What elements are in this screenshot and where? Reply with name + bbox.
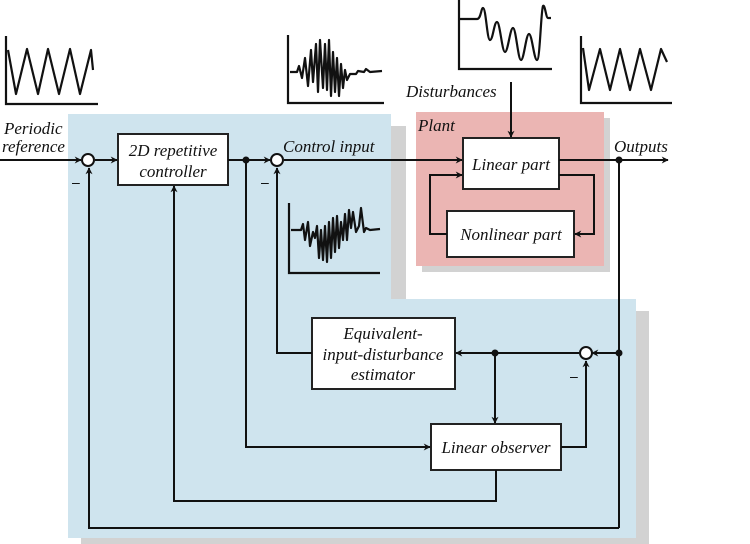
linear-part-box (462, 137, 560, 190)
nonlinear-part-block[interactable]: Nonlinear part (446, 210, 575, 258)
repetitive-controller-label-1: 2D repetitive (129, 141, 218, 160)
minus-sign: – (72, 174, 80, 190)
disturbance-waveform (457, 0, 552, 71)
linear-to-nonlinear-wire (559, 174, 595, 238)
minus-sign: – (570, 368, 578, 384)
waveform-axes (286, 35, 384, 105)
nonlinear-to-linear-wire (429, 171, 463, 235)
nonlinear-part-box (446, 210, 575, 258)
periodic-reference-label-1: Periodic (3, 119, 63, 138)
estimated-disturbance-waveform (287, 203, 381, 275)
linear-observer-box (430, 423, 562, 471)
observer-to-sum3-wire (561, 360, 590, 448)
waveform-trace (581, 47, 668, 92)
summing-junction-1: – (72, 153, 95, 190)
waveform-axes (4, 36, 98, 106)
eid-estimator-label-2: input-disturbance (323, 345, 444, 364)
linear-part-block[interactable]: Linear part (462, 137, 560, 190)
periodic-reference-label-2: reference (2, 137, 65, 156)
branch-points (242, 156, 623, 357)
plant-label: Plant (417, 116, 456, 135)
control-input-waveform (286, 35, 384, 105)
observer-to-controller-wire (170, 185, 497, 502)
outputs-label: Outputs (614, 137, 668, 156)
nonlinear-part-label: Nonlinear part (459, 225, 563, 244)
repetitive-controller-label-2: controller (139, 162, 207, 181)
output-to-sum1-wire (85, 167, 619, 529)
summing-junction-2: – (261, 153, 284, 190)
linear-observer-label: Linear observer (440, 438, 550, 457)
sum-circle (270, 153, 284, 167)
eid-estimator-label-3: estimator (351, 365, 416, 384)
branch-dot (491, 349, 499, 357)
eid-to-sum2-wire (273, 167, 312, 354)
control-input-label: Control input (283, 137, 376, 156)
disturbances-label: Disturbances (405, 82, 497, 101)
control-to-observer-wire (245, 160, 431, 451)
linear-part-label: Linear part (471, 155, 551, 174)
repetitive-controller-block[interactable]: 2D repetitive controller (117, 133, 229, 186)
waveform-trace (460, 4, 551, 62)
branch-dot (242, 156, 250, 164)
eid-estimator-box (311, 317, 456, 390)
waveform-trace (290, 38, 383, 98)
periodic-reference-waveform (4, 36, 98, 106)
branch-dot (615, 156, 623, 164)
waveform-trace (291, 206, 381, 264)
output-waveform (579, 36, 672, 105)
sum-circle (81, 153, 95, 167)
sum-circle (579, 346, 593, 360)
waveform-axes (457, 0, 552, 71)
waveform-axes (579, 36, 672, 105)
eid-estimator-block[interactable]: Equivalent- input-disturbance estimator (311, 317, 456, 390)
eid-estimator-label-1: Equivalent- (342, 324, 423, 343)
linear-observer-block[interactable]: Linear observer (430, 423, 562, 471)
repetitive-controller-box (117, 133, 229, 186)
summing-junction-3: – (570, 346, 593, 384)
branch-dot (615, 349, 623, 357)
waveform-axes (287, 203, 380, 275)
minus-sign: – (261, 174, 269, 190)
waveform-trace (6, 47, 95, 96)
